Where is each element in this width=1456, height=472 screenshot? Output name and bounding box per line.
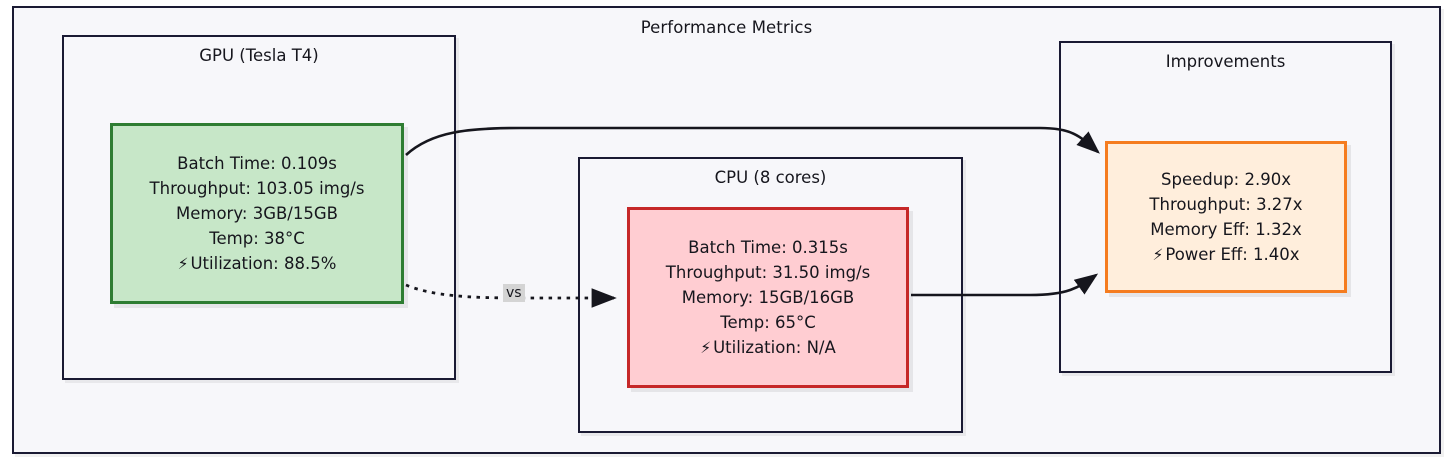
gpu-utilization: Utilization: 88.5%	[190, 253, 337, 273]
lightning-bolt-icon: ⚡	[1152, 245, 1164, 264]
lightning-bolt-icon: ⚡	[700, 338, 712, 357]
edge-label-vs: vs	[503, 284, 525, 302]
improvement-speedup: Speedup: 2.90x	[1161, 169, 1291, 189]
gpu-utilization-row: ⚡Utilization: 88.5%	[178, 251, 337, 277]
gpu-memory: Memory: 3GB/15GB	[176, 203, 338, 223]
improvement-power-eff-row: ⚡Power Eff: 1.40x	[1152, 242, 1299, 268]
subgraph-cpu-title: CPU (8 cores)	[714, 168, 827, 187]
gpu-batch-time: Batch Time: 0.109s	[177, 153, 337, 173]
gpu-temp: Temp: 38°C	[209, 228, 305, 248]
improvements-metrics-node[interactable]: Speedup: 2.90x Throughput: 3.27x Memory …	[1105, 141, 1347, 293]
gpu-throughput: Throughput: 103.05 img/s	[149, 178, 365, 198]
cpu-batch-time: Batch Time: 0.315s	[688, 237, 848, 257]
cpu-throughput: Throughput: 31.50 img/s	[665, 262, 871, 282]
diagram-title: Performance Metrics	[640, 18, 813, 37]
improvement-memory-eff: Memory Eff: 1.32x	[1150, 219, 1302, 239]
gpu-metrics-node[interactable]: Batch Time: 0.109s Throughput: 103.05 im…	[110, 123, 404, 304]
subgraph-gpu-title: GPU (Tesla T4)	[199, 46, 319, 65]
cpu-memory: Memory: 15GB/16GB	[681, 287, 855, 307]
cpu-metrics-node[interactable]: Batch Time: 0.315s Throughput: 31.50 img…	[627, 207, 909, 388]
improvement-throughput: Throughput: 3.27x	[1149, 194, 1303, 214]
improvement-power-eff: Power Eff: 1.40x	[1165, 244, 1300, 264]
cpu-utilization: Utilization: N/A	[713, 337, 836, 357]
subgraph-improvements-title: Improvements	[1165, 52, 1286, 71]
cpu-temp: Temp: 65°C	[720, 312, 816, 332]
cpu-utilization-row: ⚡Utilization: N/A	[700, 335, 836, 361]
lightning-bolt-icon: ⚡	[177, 254, 189, 273]
